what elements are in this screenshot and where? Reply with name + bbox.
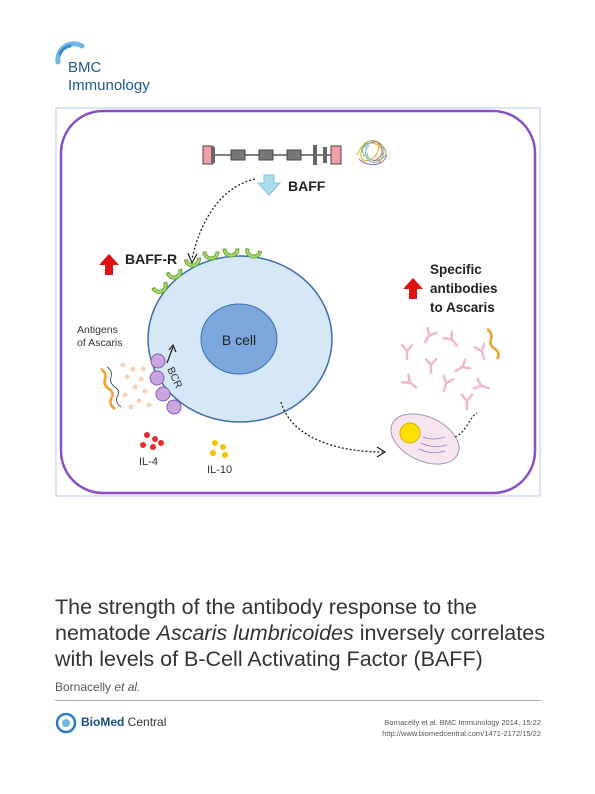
antibodies-label-line3: to Ascaris (430, 300, 495, 315)
citation: Bornacelly et al. BMC Immunology 2014, 1… (382, 717, 541, 739)
baff-receptor-icon (202, 251, 220, 261)
antibody-icon (424, 357, 438, 375)
citation-url[interactable]: http://www.biomedcentral.com/1471-2172/1… (382, 729, 541, 738)
il4-label: IL-4 (139, 456, 158, 468)
antibodies-label-line1: Specific (430, 262, 482, 277)
bcr-arrowhead-icon (168, 343, 177, 353)
journal-logo: BMC Immunology (54, 40, 184, 100)
authors-name: Bornacelly (55, 680, 115, 694)
paper-title-part2: inversely correlates with levels of B-Ce… (55, 621, 545, 671)
paper-title-part1: The strength of the antibody response to… (55, 595, 477, 645)
bcr-receptor-icon (166, 399, 182, 415)
b-cell-nucleus (200, 303, 278, 375)
bcr-receptor-icon (155, 386, 171, 402)
baff-receptor-icon (183, 257, 201, 268)
baff-binding-arrowhead-icon (187, 252, 198, 265)
baff-gene-icon (202, 145, 342, 165)
journal-logo-arc-icon (55, 41, 85, 65)
antigens-label-line1: Antigens (77, 324, 118, 336)
antibody-icon (472, 377, 491, 390)
publisher-name-bold: BioMed (81, 715, 125, 729)
figure-border (55, 107, 541, 497)
divider (55, 700, 541, 701)
journal-name-line2: Immunology (68, 77, 150, 94)
paper-title: The strength of the antibody response to… (55, 594, 545, 672)
antibody-icon (473, 342, 486, 361)
differentiation-path (280, 401, 384, 453)
antibody-icon (460, 393, 474, 411)
antibody-icon (400, 343, 414, 361)
baff-receptor-icon (151, 281, 168, 294)
baff-receptor-icon (245, 248, 263, 259)
graphical-abstract: BAFF BAFF-R B cell Antigens of Ascaris B… (55, 107, 541, 497)
antibody-icon (400, 373, 418, 389)
bcr-receptors (149, 353, 182, 415)
ascaris-worm-icon (100, 367, 116, 411)
differentiation-arrowhead-icon (376, 446, 387, 458)
bcr-receptor-icon (149, 370, 165, 386)
journal-name-line1: BMC (68, 59, 102, 76)
bcr-arrow-icon (166, 346, 174, 364)
authors: Bornacelly et al. (55, 680, 140, 694)
antigen-particles (120, 362, 152, 410)
publisher-name: BioMed Central (81, 715, 166, 729)
il10-label: IL-10 (207, 464, 232, 476)
baff-r-label: BAFF-R (125, 251, 177, 267)
publisher-name-light: Central (124, 715, 167, 729)
b-cell-label: B cell (222, 332, 256, 348)
plasma-cell-icon (390, 413, 460, 465)
baff-down-arrow-icon (256, 174, 282, 196)
antibodies-label-line2: antibodies (430, 281, 498, 296)
baff-receptor-icon (165, 268, 183, 280)
antibodies-up-arrow-icon (403, 278, 423, 299)
baff-receptors (151, 248, 263, 294)
secretion-path (454, 412, 478, 438)
journal-name: BMC Immunology (68, 59, 150, 95)
baff-binding-path (191, 178, 256, 260)
citation-line: Bornacelly et al. BMC Immunology 2014, 1… (384, 718, 541, 727)
antibody-icon (442, 330, 459, 347)
antibody-icon (454, 358, 472, 373)
cell-environment-frame (59, 109, 537, 495)
il4-cytokine-icon (140, 432, 164, 450)
ascaris-worm-outline-icon (106, 366, 122, 408)
antibodies (400, 326, 491, 411)
baff-receptor-icon (222, 248, 240, 258)
biomed-central-logo-icon (55, 712, 77, 734)
baff-protein-icon (356, 140, 388, 165)
antigens-label-line2: of Ascaris (77, 337, 123, 349)
ascaris-worm-icon-right (486, 327, 500, 360)
il10-cytokine-icon (210, 440, 228, 458)
baff-r-up-arrow-icon (99, 254, 119, 275)
antibody-icon (442, 374, 455, 393)
authors-etal: et al. (114, 680, 141, 694)
bcr-receptor-icon (150, 353, 166, 369)
baff-label: BAFF (288, 178, 326, 194)
antibody-icon (423, 326, 438, 344)
publisher-logo: BioMed Central (55, 712, 185, 734)
paper-title-species: Ascaris lumbricoides (156, 621, 354, 645)
